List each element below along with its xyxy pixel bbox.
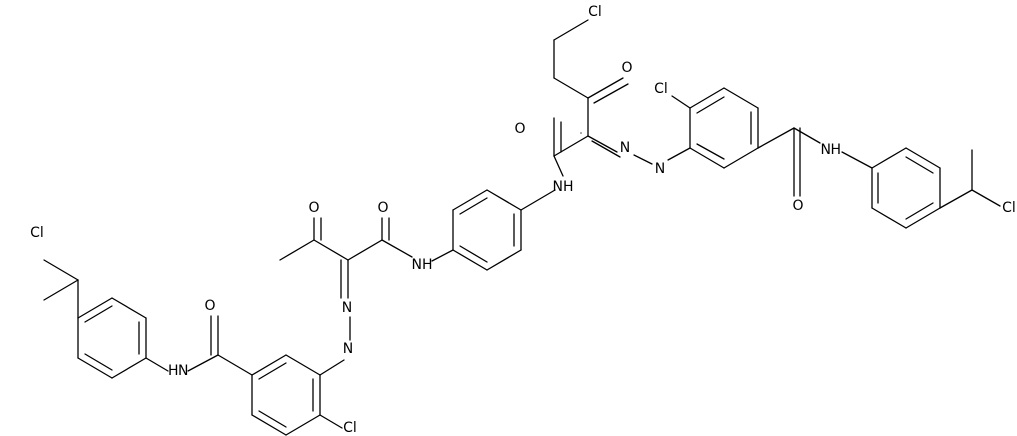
bond-line — [452, 249, 488, 271]
bond-line — [77, 297, 113, 319]
bond-line — [939, 189, 973, 209]
atom-label-o-amide-right: O — [792, 198, 803, 214]
bond-line — [591, 140, 621, 158]
bond-line — [145, 357, 169, 372]
bond-line — [587, 77, 624, 99]
bond-line — [553, 77, 589, 99]
bond-line — [43, 279, 79, 301]
atom-label-cl-chloropropyl: Cl — [588, 4, 602, 20]
bond-line — [553, 155, 564, 177]
bond-line — [689, 147, 725, 169]
bond-line — [459, 197, 488, 215]
atom-label-nh-center-right: NH — [553, 179, 574, 195]
bond-line — [319, 414, 343, 429]
atom-label-n-azo-right-b: N — [655, 161, 665, 177]
bond-line — [689, 87, 725, 109]
atom-label-cl-chloroethyl-left: Cl — [30, 225, 44, 241]
bond-line — [841, 151, 873, 169]
bond-lines — [43, 19, 1001, 436]
bond-line — [520, 189, 556, 211]
atom-label-o-ketone-top: O — [621, 60, 632, 76]
bond-line — [258, 362, 287, 380]
bond-line — [793, 127, 821, 144]
atom-label-n-amide-right: N — [821, 142, 831, 158]
bond-line — [971, 189, 1001, 207]
atom-label-h-amide-right: H — [830, 142, 841, 158]
bond-line — [84, 353, 113, 371]
bond-line — [871, 147, 907, 169]
bond-line — [84, 305, 113, 323]
bond-line — [905, 202, 934, 220]
bond-line — [43, 259, 79, 281]
atom-label-o-ketone-left: O — [308, 200, 319, 216]
bond-line — [671, 95, 691, 109]
atom-label-cl-ring-right: Cl — [654, 81, 668, 97]
bond-line — [313, 239, 349, 261]
bond-line — [251, 414, 287, 436]
bond-line — [187, 354, 219, 372]
bond-line — [452, 189, 488, 211]
bond-line — [251, 354, 287, 376]
bond-line — [587, 135, 618, 153]
bond-line — [486, 189, 522, 211]
bond-line — [381, 239, 413, 258]
bond-line — [905, 147, 941, 169]
atom-label-o-amide-center: O — [514, 121, 525, 137]
bond-line — [667, 147, 691, 161]
bond-line — [871, 207, 907, 229]
bond-line — [905, 156, 934, 174]
bond-line — [696, 143, 725, 160]
bond-line — [347, 239, 383, 261]
atom-label-o-amide-left: O — [204, 298, 215, 314]
atom-label-n-azo-right-a: N — [620, 140, 630, 156]
bond-line — [77, 357, 113, 379]
bond-line — [459, 245, 488, 263]
bond-line — [593, 83, 629, 104]
bond-line — [111, 357, 147, 379]
bond-line — [486, 249, 522, 271]
bond-line — [217, 354, 253, 376]
bond-line — [553, 19, 589, 41]
atom-label-h-amide-left: H — [168, 363, 179, 379]
bond-line — [431, 249, 454, 262]
atom-label-n-amide-left: N — [178, 363, 188, 379]
bond-line — [285, 414, 321, 436]
atom-label-o-amide-left-center: O — [377, 200, 388, 216]
bond-line — [258, 410, 287, 428]
bond-line — [279, 239, 315, 261]
bond-line — [757, 127, 795, 149]
bond-line — [633, 154, 653, 165]
bond-line — [696, 96, 725, 114]
bond-line — [905, 207, 941, 229]
atom-label-n-azo-left-b: N — [343, 341, 353, 357]
atom-label-n-azo-left-a: N — [342, 300, 352, 316]
atom-label-nh-center-left: NH — [412, 257, 433, 273]
bond-line — [285, 354, 321, 376]
bond-line — [319, 359, 345, 376]
bond-line — [553, 135, 589, 157]
bond-line — [723, 87, 759, 109]
atom-label-cl-chloroethyl-right: Cl — [1002, 200, 1016, 216]
atom-label-cl-ring-left: Cl — [343, 420, 357, 436]
bond-line — [111, 297, 147, 319]
bond-line — [723, 147, 759, 169]
